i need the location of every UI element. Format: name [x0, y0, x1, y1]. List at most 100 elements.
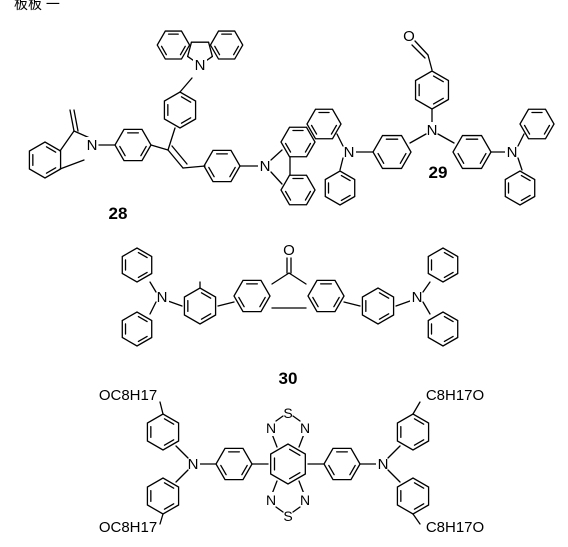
phenyl-ring	[361, 287, 395, 325]
phenyl-ring	[121, 247, 153, 283]
aromatic-bond	[288, 472, 301, 480]
nitrogen-atom: N	[507, 144, 518, 161]
aromatic-bond	[233, 45, 240, 56]
bond	[387, 469, 401, 483]
phenyl-ring	[306, 108, 342, 140]
aromatic-bond	[259, 296, 266, 308]
carbazole-benzene-ring	[280, 126, 316, 158]
bond	[150, 144, 169, 151]
bond	[271, 480, 278, 495]
aromatic-bond	[284, 190, 292, 201]
top-caption: 板板 一	[14, 0, 60, 12]
bond	[288, 272, 307, 285]
compound-label-30: 30	[279, 369, 298, 388]
carbazole-benzene-ring	[280, 174, 316, 206]
phenyl-ring	[324, 170, 356, 206]
phenyl-ring	[163, 91, 197, 129]
substituent-label-top-left: OC8H17	[99, 387, 157, 404]
fluorenone-benzene-ring	[307, 279, 345, 313]
bond	[207, 41, 214, 58]
phenyl-ring	[215, 447, 253, 481]
aromatic-bond	[200, 292, 212, 299]
phenyl-ring	[121, 311, 153, 347]
nitrogen-atom: N	[266, 420, 276, 436]
phenyl-ring	[519, 108, 555, 140]
aromatic-bond	[229, 166, 236, 178]
aromatic-bond	[137, 335, 148, 343]
carbazole-benzene-ring	[156, 30, 191, 60]
bond	[271, 272, 290, 285]
nitrogen-atom: N	[260, 158, 271, 175]
bond	[292, 506, 301, 513]
aromatic-bond	[349, 464, 356, 476]
aromatic-bond	[45, 167, 57, 174]
nitrogen-atom: N	[378, 456, 389, 473]
sulfur-atom: S	[283, 508, 292, 524]
bond	[517, 133, 525, 147]
aromatic-bond	[180, 117, 192, 124]
aromatic-bond	[284, 142, 292, 153]
phenyl-ring	[427, 311, 459, 347]
aromatic-bond	[137, 271, 148, 279]
central-benzene-ring	[270, 443, 306, 485]
aromatic-bond	[288, 448, 301, 456]
aromatic-bond	[160, 45, 167, 56]
bond	[167, 149, 184, 169]
phenyl-ring	[452, 134, 492, 170]
phenyl-ring	[396, 413, 430, 451]
phenyl-ring	[414, 70, 450, 110]
phenyl-ring	[114, 128, 152, 162]
bond	[414, 40, 429, 56]
aromatic-bond	[479, 152, 487, 164]
bond	[395, 300, 411, 307]
bond	[275, 506, 284, 513]
oxygen-atom: O	[403, 28, 415, 45]
aromatic-bond	[328, 464, 335, 476]
phenyl-ring	[323, 447, 361, 481]
bond	[69, 109, 75, 132]
aromatic-bond	[443, 315, 454, 323]
phenyl-ring	[396, 477, 430, 515]
aromatic-bond	[377, 152, 385, 164]
bond	[270, 171, 283, 185]
phenyl-ring	[203, 149, 241, 183]
aromatic-bond	[432, 97, 444, 105]
nitrogen-atom: N	[300, 492, 310, 508]
aromatic-bond	[208, 166, 215, 178]
aromatic-bond	[443, 335, 454, 343]
bond	[171, 145, 188, 165]
aromatic-bond	[543, 124, 551, 135]
nitrogen-atom: N	[87, 137, 98, 154]
substituent-label-top-right: C8H17O	[426, 387, 484, 404]
nitrogen-atom: N	[412, 289, 423, 306]
aromatic-bond	[457, 152, 465, 164]
bond	[175, 445, 189, 459]
aromatic-bond	[241, 464, 248, 476]
carbazole-benzene-ring	[209, 30, 244, 60]
carbazole-group	[270, 126, 316, 206]
aromatic-bond	[312, 296, 319, 308]
bond	[336, 133, 344, 147]
bond	[292, 415, 301, 422]
bond	[437, 133, 455, 144]
aromatic-bond	[523, 124, 531, 135]
aromatic-bond	[399, 152, 407, 164]
bond	[409, 133, 427, 144]
aromatic-bond	[340, 194, 351, 202]
phenyl-ring	[146, 413, 180, 451]
bond	[167, 300, 183, 307]
bond	[343, 301, 361, 307]
bond	[422, 281, 431, 293]
oxygen-atom: O	[283, 242, 295, 259]
phenyl-ring	[504, 170, 536, 206]
aromatic-bond	[180, 96, 192, 103]
aromatic-bond	[220, 464, 227, 476]
aromatic-bond	[163, 439, 175, 446]
indoline-benzene-ring	[28, 141, 62, 179]
aromatic-bond	[413, 503, 425, 510]
bond	[412, 401, 421, 415]
aromatic-bond	[310, 124, 318, 135]
bond	[59, 130, 75, 152]
